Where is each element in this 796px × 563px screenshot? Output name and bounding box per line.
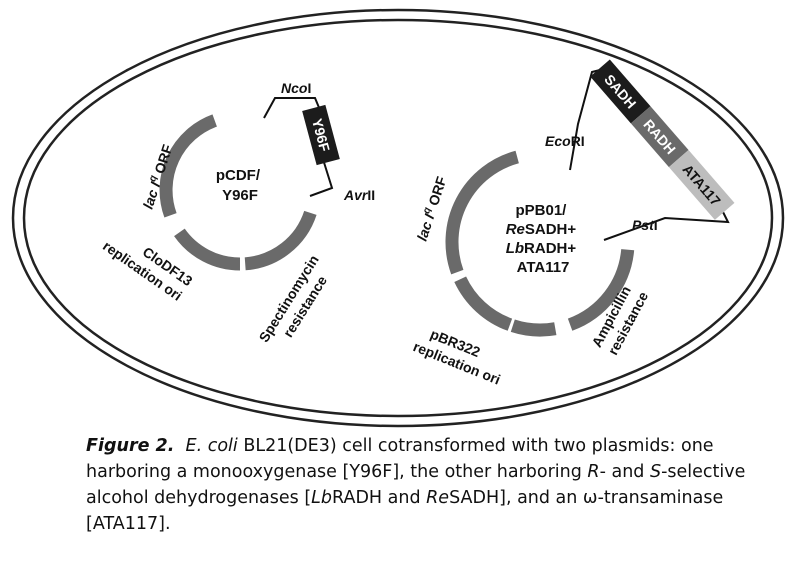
gene-radh-box	[630, 106, 689, 168]
plasmid-pcdf: Y96F NcoI AvrII pCDF/ Y96F lac Iq ORF Cl…	[100, 80, 375, 345]
insert-line-psti	[603, 209, 730, 241]
plasmid2-ori-label: pBR322 replication ori	[411, 321, 510, 387]
plasmid2-lac-orf-segment	[445, 150, 520, 275]
caption-text-4: RADH and	[332, 488, 427, 508]
site-ncoi: NcoI	[281, 80, 311, 96]
insert-line-ncoi	[263, 97, 321, 119]
gene-sadh-box	[590, 59, 651, 124]
figure-caption: Figure 2. E. coli BL21(DE3) cell cotrans…	[86, 433, 776, 537]
gene-ata117-box	[668, 150, 735, 220]
plasmid-ppb01: SADH RADH ATA117 EcoRI PstI pPB01/ ReSAD…	[411, 59, 735, 388]
insert-line-avrii	[309, 155, 334, 197]
plasmid2-resistance-label: Ampicillin resistance	[588, 280, 651, 358]
caption-r: R	[587, 462, 600, 482]
caption-text-5: SADH], and an ω-transaminase [ATA117].	[86, 488, 724, 534]
caption-re: Re	[426, 488, 450, 508]
plasmid2-name: pPB01/ ReSADH+ LbRADH+ ATA117	[506, 202, 581, 276]
caption-label: Figure 2.	[86, 436, 175, 456]
plasmid1-resistance-segment	[244, 210, 317, 271]
caption-ecoli: E. coli	[185, 436, 238, 456]
plasmid2-ori-segment-a	[454, 276, 513, 331]
caption-lb: Lb	[311, 488, 333, 508]
insert-line-ecori	[569, 69, 601, 171]
caption-text-2: - and	[599, 462, 650, 482]
gene-cassette: SADH RADH ATA117	[590, 59, 735, 220]
caption-text-3: -selective alcohol dehydrogenases [	[86, 462, 746, 508]
plasmid2-resistance-segment	[567, 248, 635, 331]
site-psti: PstI	[632, 217, 658, 233]
plasmid2-ori-segment-b	[510, 319, 557, 337]
plasmid1-name: pCDF/ Y96F	[216, 167, 264, 204]
gene-y96f-box	[302, 104, 340, 166]
site-ecori: EcoRI	[545, 133, 585, 149]
caption-text-1: BL21(DE3) cell cotransformed with two pl…	[86, 436, 714, 482]
cell-outer-membrane	[11, 8, 785, 428]
plasmid1-lac-orf-segment	[159, 114, 218, 218]
caption-s: S	[649, 462, 662, 482]
cell-diagram: Y96F NcoI AvrII pCDF/ Y96F lac Iq ORF Cl…	[11, 8, 785, 428]
plasmid2-lac-orf: lac Iq ORF	[413, 174, 450, 243]
cell-inner-membrane	[22, 18, 774, 418]
site-avrii: AvrII	[343, 187, 375, 203]
plasmid1-ori-segment	[174, 228, 241, 271]
